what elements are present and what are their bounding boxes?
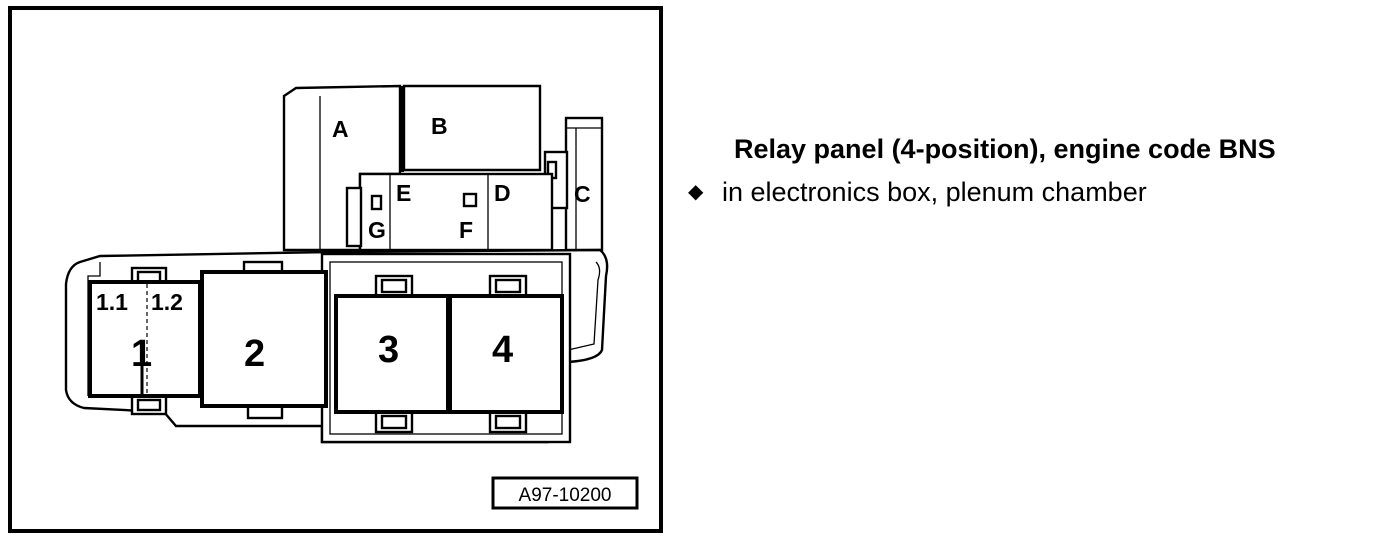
component-b: B <box>400 84 542 172</box>
label-relay-2: 2 <box>244 333 265 375</box>
label-g: G <box>368 217 386 243</box>
relay-position-4: 4 <box>448 274 564 434</box>
label-e: E <box>396 180 411 206</box>
caption-bullet-text: in electronics box, plenum chamber <box>722 177 1147 207</box>
label-d: D <box>494 180 511 206</box>
diamond-bullet-icon: ◆ <box>688 181 704 203</box>
label-relay-3: 3 <box>378 329 399 371</box>
caption: Relay panel (4-position), engine code BN… <box>688 134 1388 208</box>
label-f: F <box>459 217 473 243</box>
figure-code: A97-10200 <box>519 485 612 506</box>
relay-panel-diagram: A B C E D G F <box>8 6 663 533</box>
relay-position-3: 3 <box>334 274 450 434</box>
label-relay-4: 4 <box>492 329 513 371</box>
component-c: C <box>543 116 604 252</box>
label-c: C <box>574 181 591 207</box>
relay-position-1: 1.1 1.2 1 <box>88 266 202 416</box>
caption-bullet-row: ◆ in electronics box, plenum chamber <box>688 177 1388 208</box>
caption-title: Relay panel (4-position), engine code BN… <box>734 134 1276 164</box>
label-1-2: 1.2 <box>151 289 183 315</box>
figure-code-box: A97-10200 <box>491 476 639 510</box>
label-b: B <box>431 113 448 139</box>
component-d-e-f-g: E D G F <box>345 172 554 252</box>
relay-position-2: 2 <box>200 260 328 420</box>
label-relay-1: 1 <box>131 333 152 375</box>
label-a: A <box>332 116 349 142</box>
label-1-1: 1.1 <box>96 289 128 315</box>
